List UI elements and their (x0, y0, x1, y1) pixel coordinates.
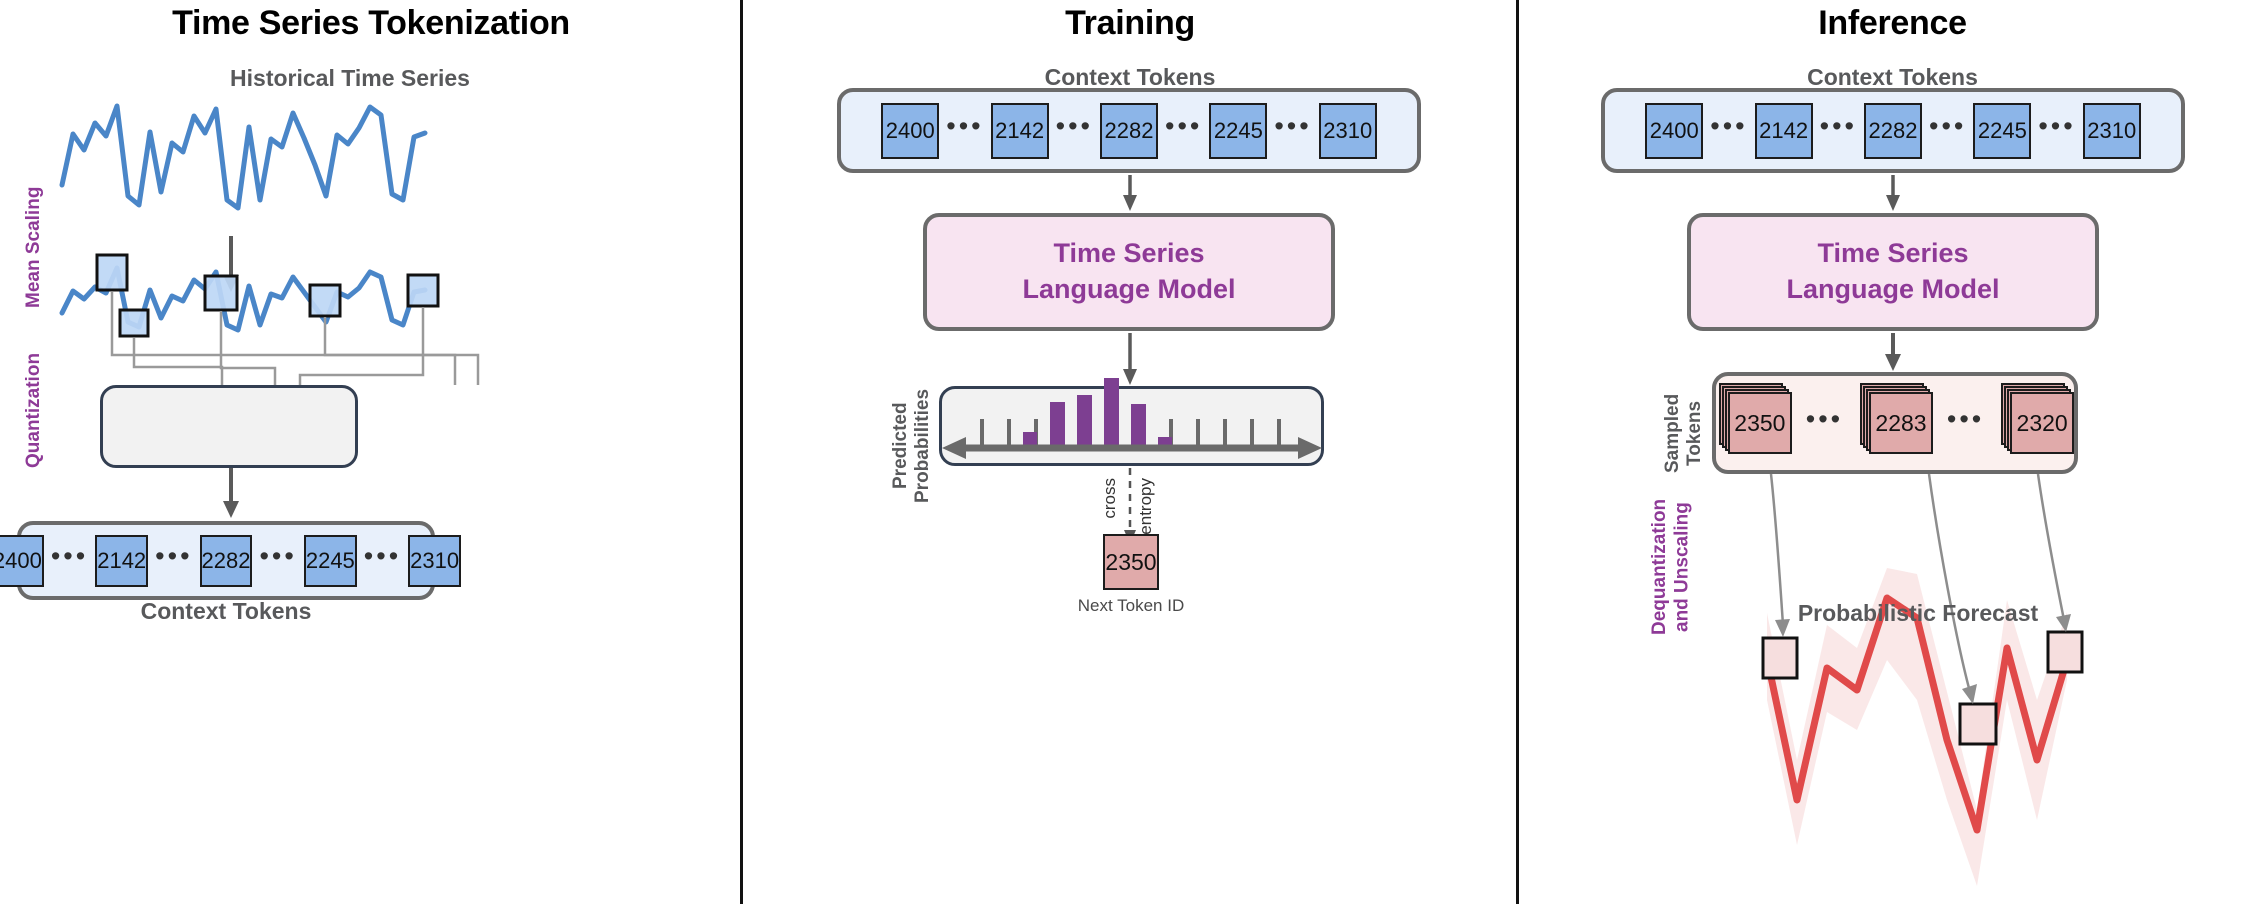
inference-graphics (1761, 175, 2084, 886)
arrow-model-to-sampled-head (1885, 354, 1901, 371)
context-token-box[interactable]: 2310 (2082, 102, 2141, 159)
context-token-box[interactable]: 2142 (95, 534, 149, 587)
arrow-model-to-dist-head (1123, 369, 1137, 385)
probability-bars (1023, 378, 1172, 448)
highlight-box-4 (308, 283, 342, 318)
page-title-training: Training (1065, 4, 1195, 42)
label-entropy: entropy (1136, 478, 1155, 535)
context-token-box[interactable]: 2400 (1645, 102, 1704, 159)
sampled-token-value: 2320 (2010, 392, 2075, 454)
model-label-line2: Language Model (1022, 274, 1236, 304)
dequant-marker-1 (1761, 636, 1799, 680)
context-token-box[interactable]: 2400 (0, 534, 44, 587)
panel-tokenization: Time Series Tokenization Historical Time… (0, 0, 742, 904)
next-token-id-value: 2350 (1105, 548, 1157, 575)
highlight-box-5 (406, 273, 440, 308)
context-token-box[interactable]: 2282 (199, 534, 253, 587)
next-token-id-box[interactable]: 2350 (1103, 534, 1159, 590)
context-token-box[interactable]: 2245 (1973, 102, 2032, 159)
panel-divider-2 (1516, 0, 1519, 904)
label-cross: cross (1100, 478, 1119, 519)
panel-inference: Inference Context Tokens 2400•••2142•••2… (1518, 0, 2267, 904)
context-tokens-strip-inference[interactable]: 2400•••2142•••2282•••2245•••2310 (1601, 88, 2185, 173)
sampled-token-stack[interactable]: 2283 (1860, 383, 1933, 454)
label-context-tokens-training: Context Tokens (1044, 64, 1216, 90)
forecast-line (1763, 594, 2071, 834)
model-label-line1-inf: Time Series (1817, 238, 1969, 269)
sampled-to-forecast-arrowheads (1775, 614, 2071, 704)
context-token-box[interactable]: 2400 (881, 102, 940, 159)
context-token-box[interactable]: 2245 (1209, 102, 1268, 159)
training-graphics (942, 175, 1322, 544)
model-label-line2-inf: Language Model (1786, 274, 2000, 304)
dequant-marker-2 (1958, 702, 1998, 746)
label-probabilistic-forecast: Probabilistic Forecast (1797, 600, 2039, 626)
token-ellipsis: ••• (50, 541, 89, 572)
arrow-tokens-to-model-head (1123, 195, 1137, 211)
page-title-inference: Inference (1818, 4, 1967, 42)
context-token-box[interactable]: 2310 (1318, 102, 1377, 159)
scaled-series-line (59, 265, 428, 333)
context-token-box[interactable]: 2142 (990, 102, 1049, 159)
highlight-box-1 (95, 253, 129, 292)
model-box-training[interactable]: Time Series Language Model (923, 213, 1335, 331)
quantization-box (100, 385, 358, 468)
context-token-box[interactable]: 2282 (1864, 102, 1922, 159)
quantization-connectors (110, 292, 480, 385)
sampled-tokens-strip[interactable]: 2350•••2283•••2320 (1712, 372, 2078, 474)
token-ellipsis: ••• (155, 541, 193, 572)
context-token-box[interactable]: 2142 (1754, 102, 1813, 159)
highlight-box-2 (118, 308, 150, 338)
panel-divider-1 (740, 0, 743, 904)
page-title-tokenization: Time Series Tokenization (172, 4, 570, 42)
context-token-box[interactable]: 2245 (303, 534, 357, 587)
token-ellipsis: ••• (259, 541, 297, 572)
label-historical-time-series: Historical Time Series (230, 65, 470, 91)
panel-training: Training Context Tokens 2400•••2142•••22… (742, 0, 1518, 904)
label-context-tokens-inference: Context Tokens (1807, 64, 1978, 90)
dequant-marker-3 (2046, 630, 2084, 674)
caption-next-token-id: Next Token ID (1077, 596, 1185, 615)
token-ellipsis: ••• (363, 541, 402, 572)
sampled-token-stack[interactable]: 2350 (1719, 383, 1792, 454)
probability-axis (942, 378, 1322, 459)
model-label-line1: Time Series (1053, 238, 1205, 269)
arrow-tokens-to-model-head-inf (1886, 195, 1900, 211)
label-context-tokens-tokenization: Context Tokens (140, 598, 312, 624)
model-box-inference[interactable]: Time Series Language Model (1687, 213, 2099, 331)
context-tokens-strip-tokenization[interactable]: 2400•••2142•••2282•••2245•••2310 (0, 521, 462, 600)
context-token-box[interactable]: 2310 (408, 534, 462, 587)
sampled-token-value: 2350 (1728, 392, 1792, 454)
sampled-to-forecast-connectors (1769, 473, 2066, 693)
context-tokens-strip-training[interactable]: 2400•••2142•••2282•••2245•••2310 (837, 88, 1421, 173)
sampled-token-value: 2283 (1869, 392, 1933, 454)
sampled-token-stack[interactable]: 2320 (2001, 383, 2075, 454)
context-token-box[interactable]: 2282 (1100, 102, 1158, 159)
forecast-uncertainty-band (1767, 568, 2067, 886)
highlight-box-3 (203, 274, 239, 312)
arrow-to-context-head (223, 501, 239, 518)
historical-series-line (59, 103, 428, 211)
